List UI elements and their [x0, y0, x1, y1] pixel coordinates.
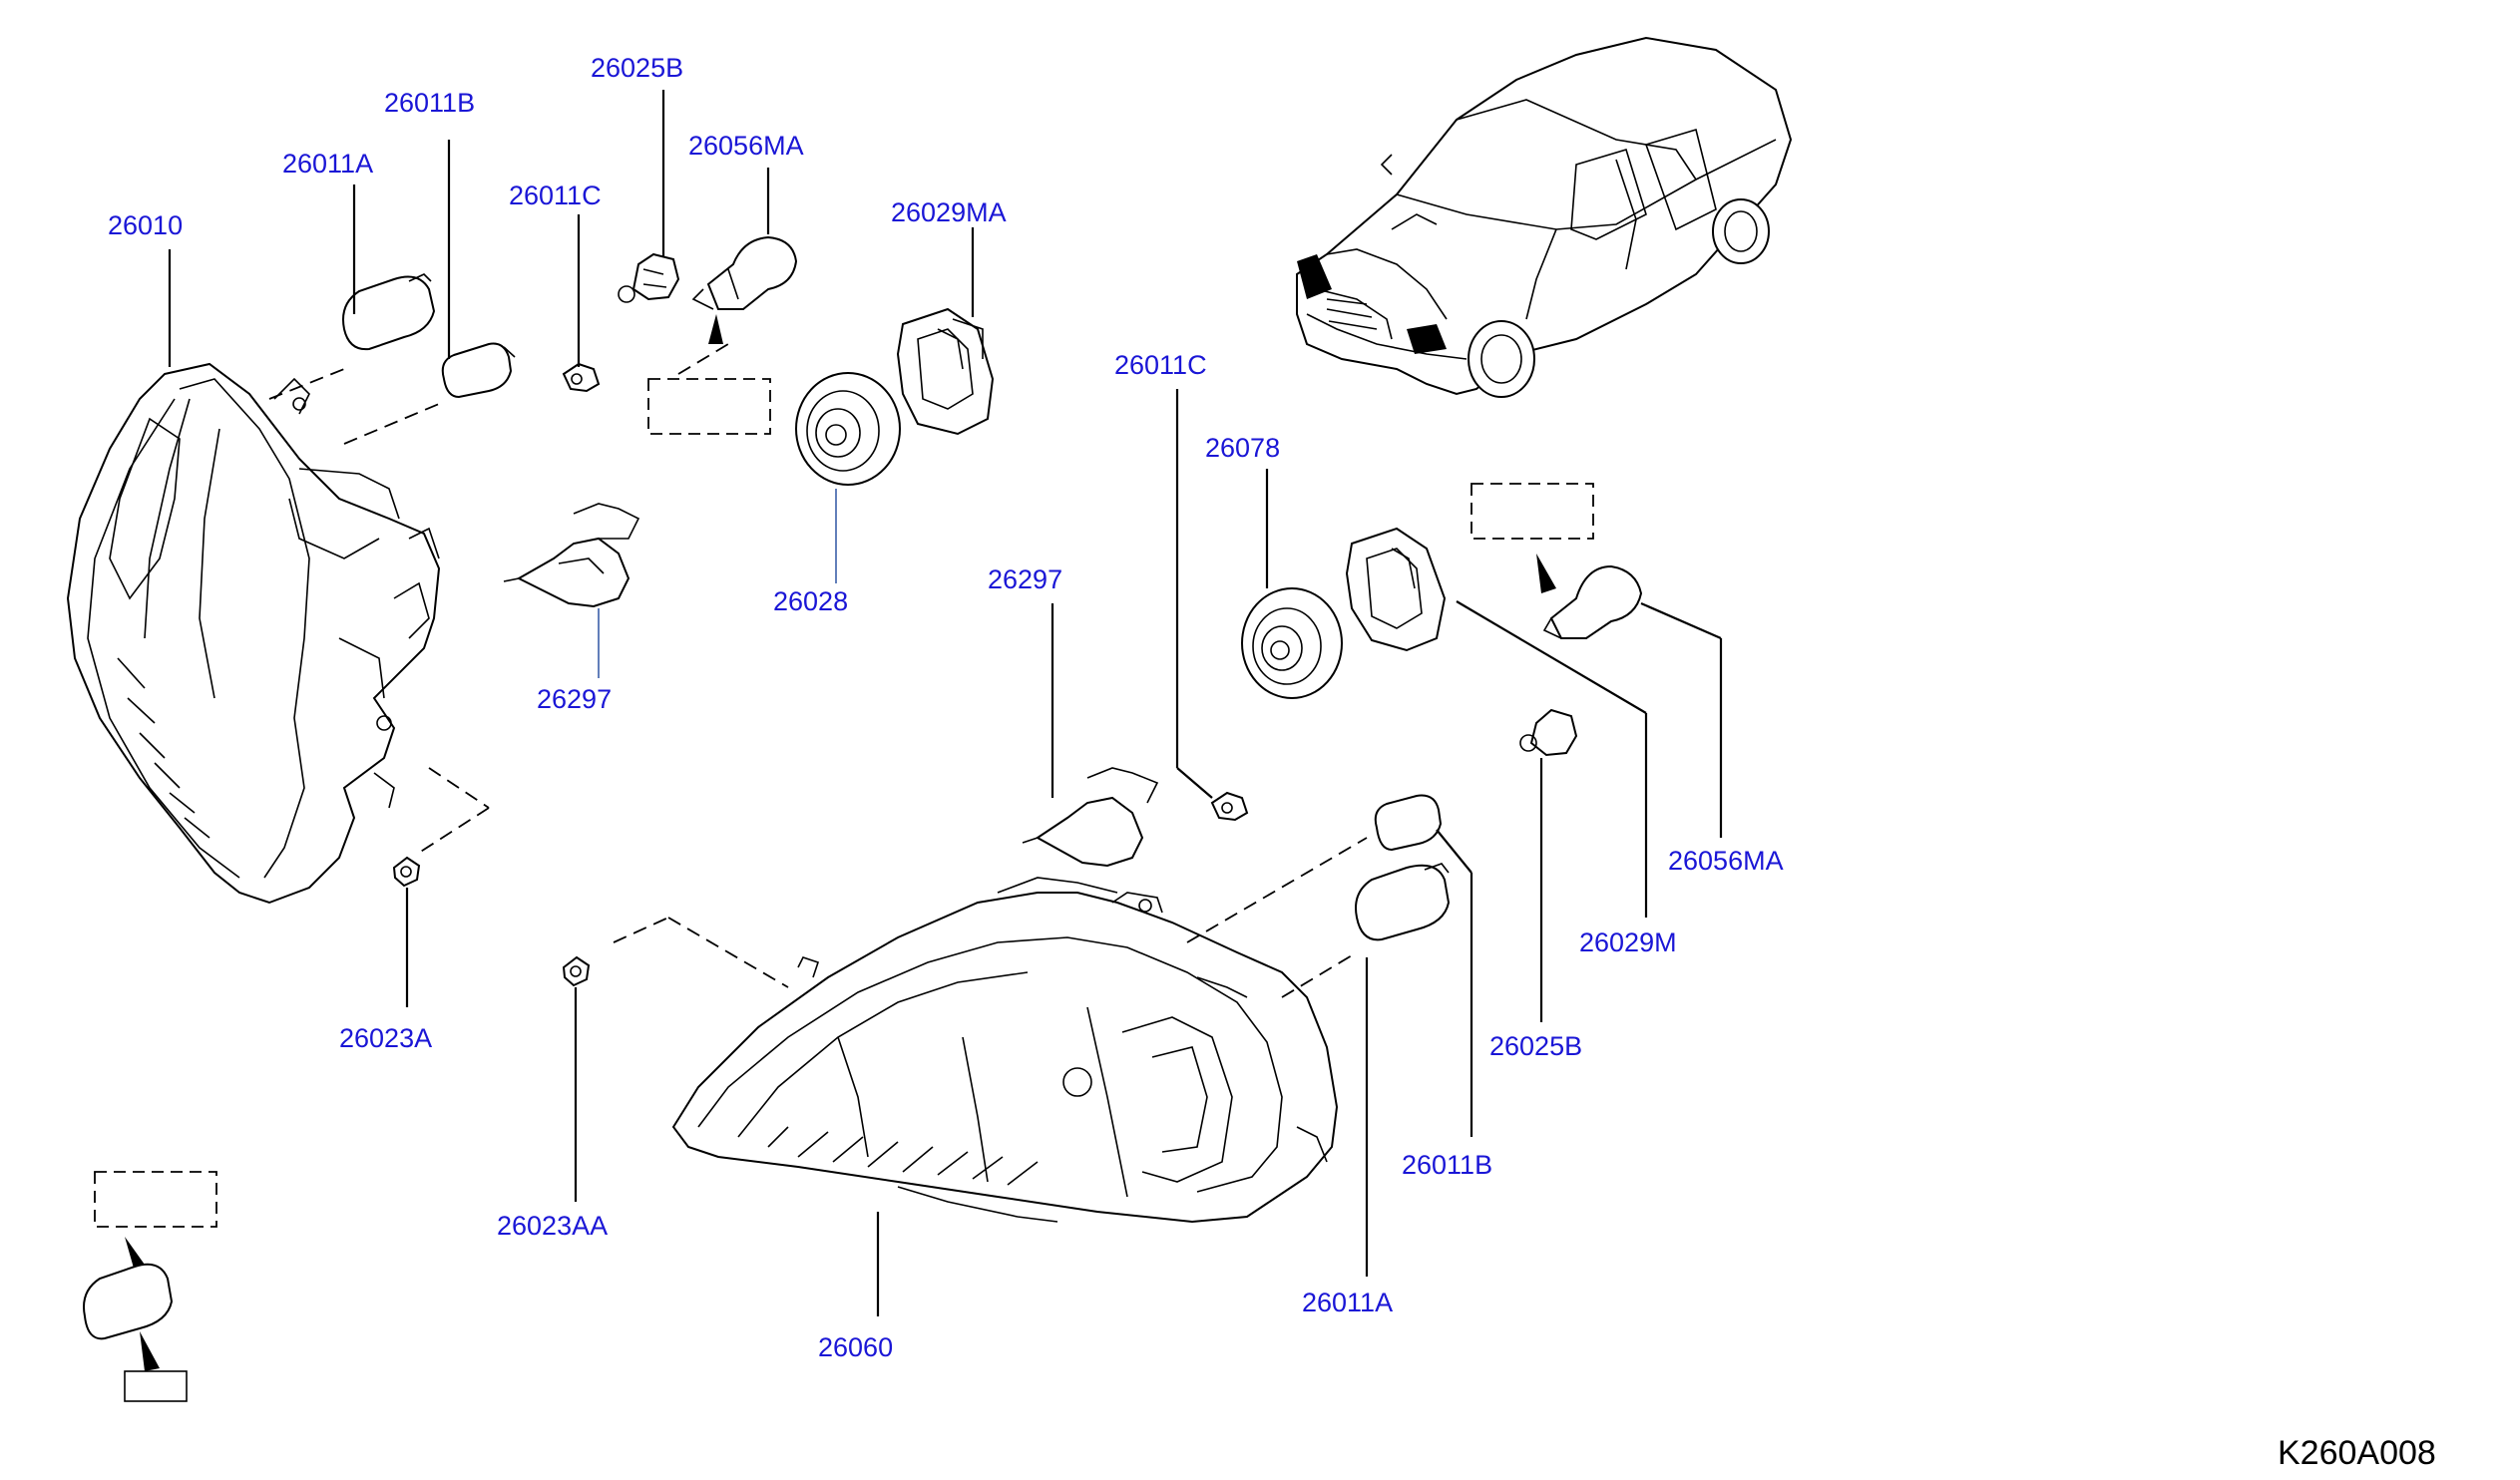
bulb-26011a-right — [1355, 863, 1451, 941]
cap-26078 — [1241, 587, 1343, 699]
callout-26028: 26028 — [773, 586, 848, 616]
callout-26029m: 26029M — [1579, 927, 1677, 957]
callout-26023aa: 26023AA — [497, 1211, 608, 1241]
bulb-26011a-left — [342, 273, 436, 351]
callout-26011a-left: 26011A — [282, 149, 373, 179]
callout-26025b-right: 26025B — [1489, 1031, 1582, 1061]
leader-lines — [168, 90, 1723, 1316]
cap-26029m — [1345, 527, 1447, 652]
dashed-box-top — [647, 378, 771, 435]
callout-26297-mid: 26297 — [988, 564, 1062, 594]
callout-26011c-mid: 26011C — [1114, 350, 1207, 380]
callout-26011b-left: 26011B — [384, 88, 475, 118]
callout-26011b-right: 26011B — [1402, 1150, 1492, 1180]
bulb-26056ma-right — [1542, 564, 1643, 639]
dashed-box-right — [1470, 483, 1594, 540]
callout-26056ma-right: 26056MA — [1668, 846, 1784, 876]
socket-26025b-top — [618, 252, 680, 303]
callout-26011c-left: 26011C — [509, 181, 602, 210]
legend-bulb-symbol — [83, 1171, 217, 1402]
arrow-to-bulb-right — [1536, 554, 1556, 593]
callout-26023a: 26023A — [339, 1023, 432, 1053]
clip-26011c-mid — [1210, 791, 1249, 822]
callout-26011a-bottom: 26011A — [1302, 1288, 1393, 1317]
callout-26056ma-top: 26056MA — [688, 131, 804, 161]
callout-26025b-top: 26025B — [591, 53, 683, 83]
right-headlamp-assembly — [671, 877, 1339, 1224]
left-headlamp-assembly — [66, 362, 441, 905]
assembly-lines — [268, 343, 1368, 998]
cap-26028 — [795, 372, 901, 486]
callout-26010: 26010 — [108, 210, 183, 240]
screw-26023aa — [562, 955, 591, 987]
bulb-26011b-right — [1374, 794, 1443, 852]
callout-26029ma: 26029MA — [891, 197, 1007, 227]
car-illustration — [1296, 36, 1793, 398]
h4-bulb-26297-mid — [1022, 767, 1159, 868]
callout-26297-left: 26297 — [537, 684, 612, 714]
bulb-26011b-left — [441, 342, 516, 399]
callout-26060: 26060 — [818, 1332, 893, 1362]
callout-26078: 26078 — [1205, 433, 1280, 463]
cap-26029ma — [896, 307, 995, 436]
diagram-code: K260A008 — [2278, 1434, 2436, 1472]
bulb-26056ma-top — [691, 235, 798, 310]
socket-26025b-right — [1519, 708, 1578, 757]
screw-26023a — [392, 856, 421, 888]
arrow-to-bulb-top — [708, 314, 723, 344]
h4-bulb-26297-left — [503, 503, 640, 608]
clip-26011c-left — [562, 362, 601, 393]
